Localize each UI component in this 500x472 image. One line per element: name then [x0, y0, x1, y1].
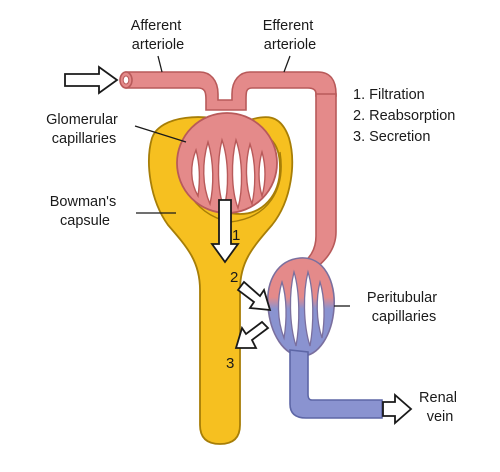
step-number-1: 1 [232, 227, 240, 244]
label-efferent: Efferent arteriole [263, 18, 318, 53]
step-number-3: 3 [226, 355, 234, 372]
renal-vein-vessel [289, 349, 383, 419]
glomerulus [176, 112, 278, 214]
label-glomerular: Glomerular capillaries [46, 112, 122, 147]
afferent-efferent-vessel [125, 71, 337, 111]
inflow-arrow [64, 65, 119, 95]
label-peritubular: Peritubular capillaries [367, 290, 441, 325]
flow-arrows [64, 65, 413, 425]
legend-item-filtration: 1. Filtration [353, 87, 425, 103]
label-bowmans: Bowman's capsule [50, 194, 120, 229]
outflow-arrow [382, 393, 413, 425]
efferent-descending-vessel [296, 93, 337, 278]
label-afferent: Afferent arteriole [131, 18, 186, 53]
legend-item-secretion: 3. Secretion [353, 129, 430, 145]
reabsorption-arrow [236, 280, 272, 312]
secretion-arrow [234, 320, 270, 349]
legend-item-reabsorption: 2. Reabsorption [353, 108, 455, 124]
step-number-2: 2 [230, 269, 238, 286]
leader-lines [134, 55, 350, 307]
legend: 1. Filtration 2. Reabsorption 3. Secreti… [353, 87, 455, 145]
filtration-arrow [210, 199, 240, 264]
leader-afferent [157, 55, 163, 73]
leader-glomerular [134, 125, 187, 143]
leader-efferent [283, 55, 291, 73]
peritubular-capillaries-group [267, 257, 383, 419]
label-renal-vein: Renal vein [419, 390, 461, 425]
